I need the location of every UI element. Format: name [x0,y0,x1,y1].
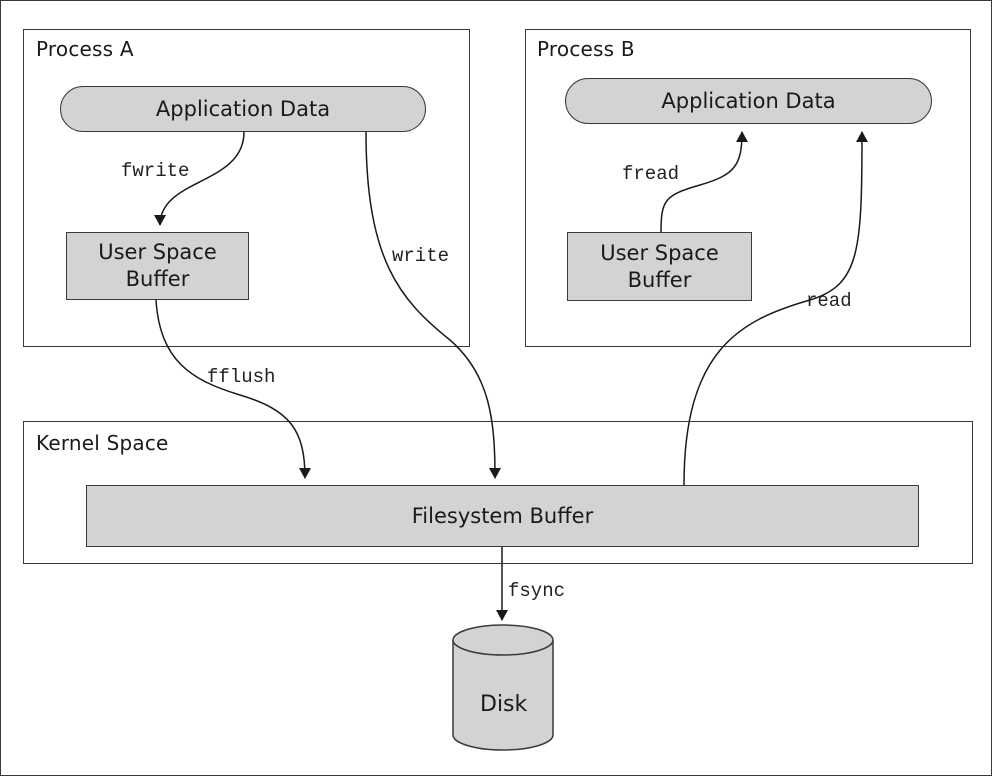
process-a-title: Process A [36,37,134,61]
process-b-application-data-label: Application Data [661,89,836,113]
write-label: write [392,245,450,267]
read-arrow [683,131,868,486]
process-b-user-space-buffer: User Space Buffer [567,232,752,301]
filesystem-buffer: Filesystem Buffer [86,485,919,547]
disk-label: Disk [480,692,528,717]
process-a-application-data-label: Application Data [155,97,331,121]
fflush-label: fflush [207,366,276,388]
fwrite-arrow [154,131,245,226]
write-arrow [365,131,501,479]
read-label: read [806,290,852,312]
fread-arrow [660,131,748,233]
process-a-buffer-line2: Buffer [125,267,190,291]
fwrite-label: fwrite [121,160,190,182]
process-a-buffer-line1: User Space [98,240,217,264]
process-b-buffer-line2: Buffer [627,267,692,292]
process-a-application-data: Application Data [60,86,426,132]
fflush-arrow [155,299,311,479]
process-b-application-data: Application Data [565,78,932,124]
fread-label: fread [622,163,680,185]
kernel-space-title: Kernel Space [36,431,169,455]
process-a-user-space-buffer: User Space Buffer [66,232,249,300]
process-b-buffer-line1: User Space [600,240,719,265]
filesystem-buffer-label: Filesystem Buffer [411,503,594,528]
disk-cylinder [452,624,554,751]
fsync-label: fsync [508,580,566,602]
process-b-title: Process B [537,37,635,61]
